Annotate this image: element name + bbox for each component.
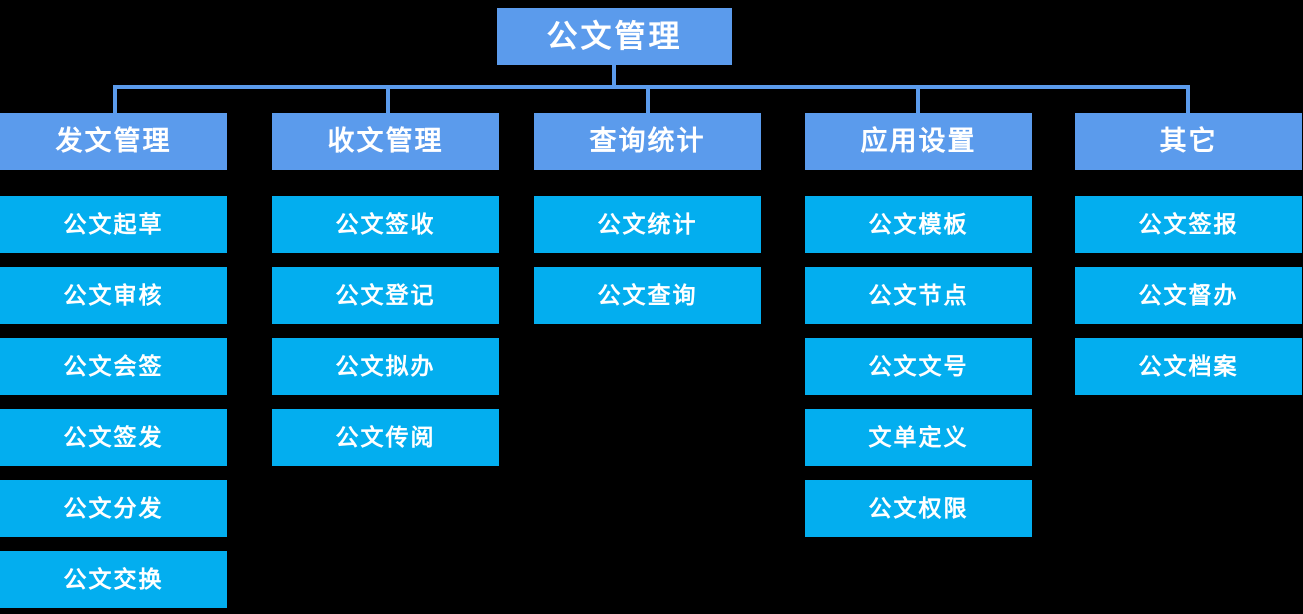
connector-drop-5 [1186, 85, 1190, 113]
node-leaf-qita-2[interactable]: 公文督办 [1075, 267, 1302, 324]
node-root[interactable]: 公文管理 [497, 8, 732, 65]
node-leaf-qita-1[interactable]: 公文签报 [1075, 196, 1302, 253]
node-leaf-yingyongshezhi-5[interactable]: 公文权限 [805, 480, 1032, 537]
node-leaf-chaxuntongji-2[interactable]: 公文查询 [534, 267, 761, 324]
node-branch-shouwenguanli[interactable]: 收文管理 [272, 113, 499, 170]
node-leaf-fawenguanli-3[interactable]: 公文会签 [0, 338, 227, 395]
connector-drop-1 [113, 85, 117, 113]
node-branch-fawenguanli[interactable]: 发文管理 [0, 113, 227, 170]
node-branch-chaxuntongji[interactable]: 查询统计 [534, 113, 761, 170]
node-leaf-yingyongshezhi-3[interactable]: 公文文号 [805, 338, 1032, 395]
node-branch-yingyongshezhi[interactable]: 应用设置 [805, 113, 1032, 170]
node-leaf-shouwenguanli-2[interactable]: 公文登记 [272, 267, 499, 324]
node-leaf-yingyongshezhi-1[interactable]: 公文模板 [805, 196, 1032, 253]
node-leaf-fawenguanli-2[interactable]: 公文审核 [0, 267, 227, 324]
node-leaf-shouwenguanli-4[interactable]: 公文传阅 [272, 409, 499, 466]
node-leaf-fawenguanli-4[interactable]: 公文签发 [0, 409, 227, 466]
node-leaf-chaxuntongji-1[interactable]: 公文统计 [534, 196, 761, 253]
node-leaf-fawenguanli-5[interactable]: 公文分发 [0, 480, 227, 537]
connector-horizontal-bus [113, 85, 1190, 89]
node-leaf-shouwenguanli-1[interactable]: 公文签收 [272, 196, 499, 253]
connector-drop-2 [386, 85, 390, 113]
node-branch-qita[interactable]: 其它 [1075, 113, 1302, 170]
node-leaf-qita-3[interactable]: 公文档案 [1075, 338, 1302, 395]
node-leaf-fawenguanli-1[interactable]: 公文起草 [0, 196, 227, 253]
connector-drop-3 [646, 85, 650, 113]
node-leaf-yingyongshezhi-2[interactable]: 公文节点 [805, 267, 1032, 324]
connector-root-stem [612, 65, 616, 89]
node-leaf-fawenguanli-6[interactable]: 公文交换 [0, 551, 227, 608]
node-leaf-yingyongshezhi-4[interactable]: 文单定义 [805, 409, 1032, 466]
node-leaf-shouwenguanli-3[interactable]: 公文拟办 [272, 338, 499, 395]
connector-drop-4 [916, 85, 920, 113]
